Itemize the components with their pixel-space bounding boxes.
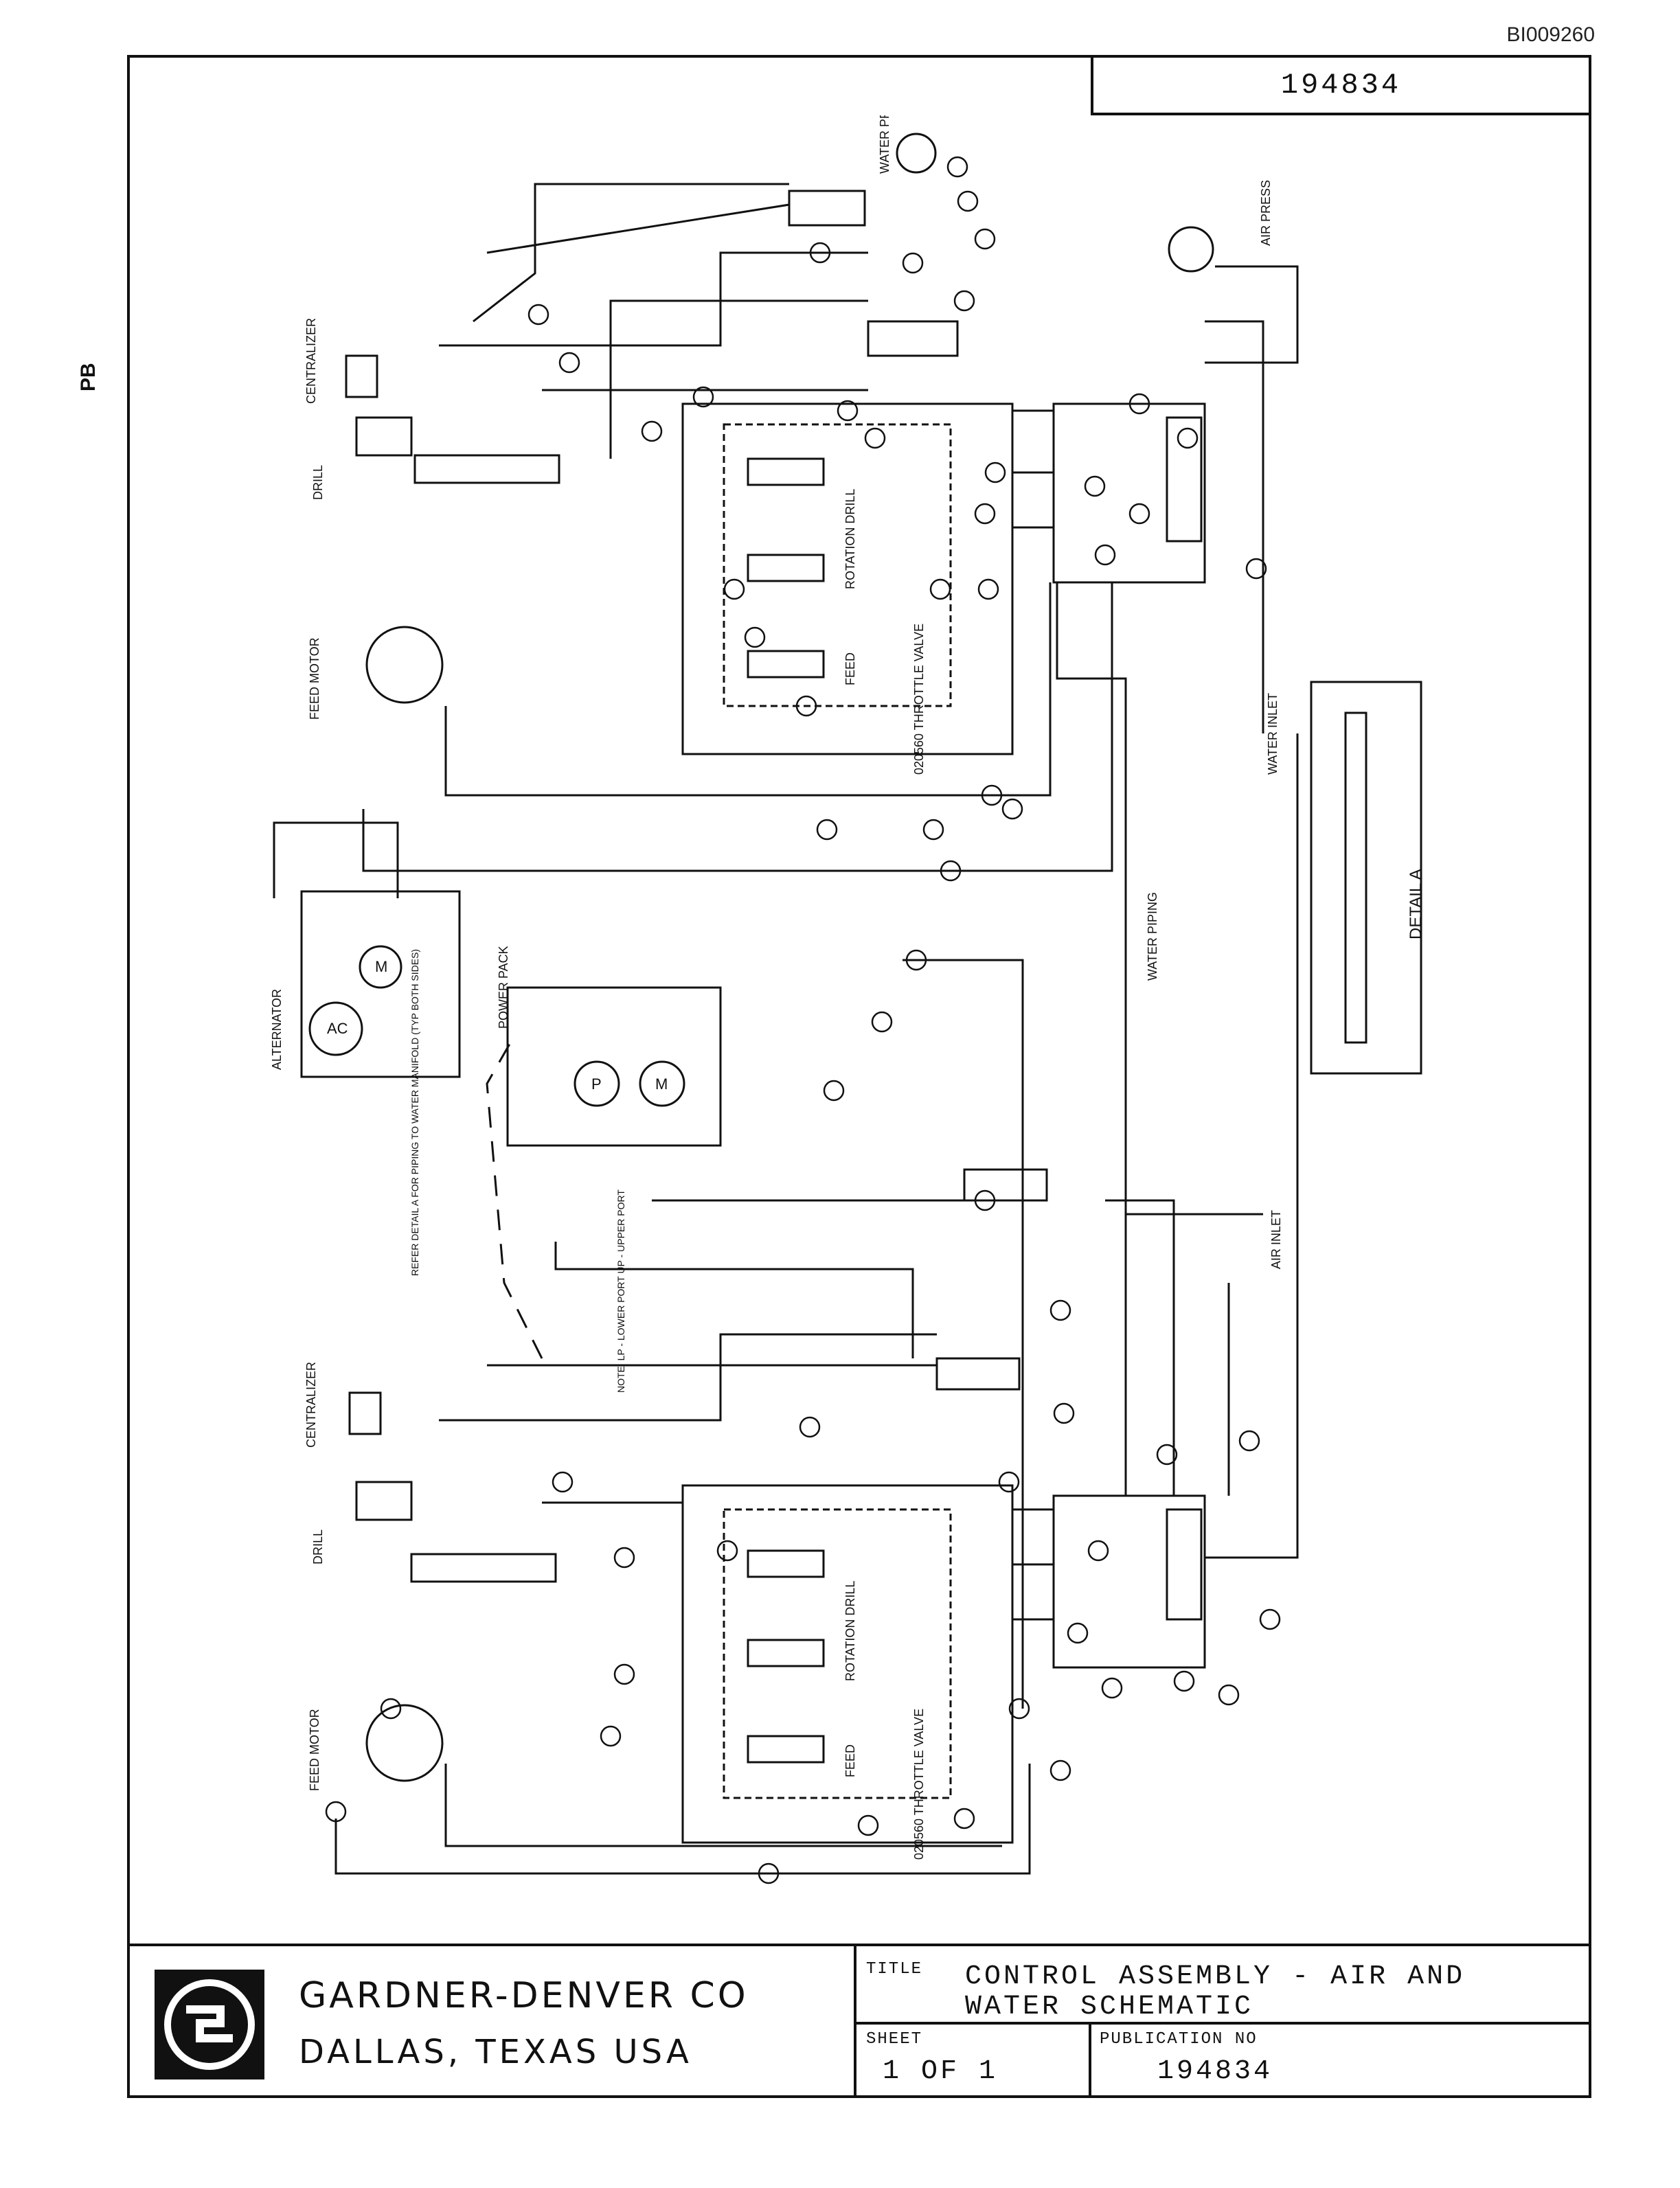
lower-valve-1 (963, 1168, 1048, 1202)
power-pack-box (506, 986, 722, 1147)
lower-centralizer (348, 1391, 382, 1435)
lower-feed-label: FEED (843, 1744, 857, 1777)
motor-m-label: M (655, 1075, 668, 1093)
drawing-frame (127, 55, 1591, 2098)
detail-a-box (1310, 681, 1422, 1075)
upper-centralizer-label: CENTRALIZER (304, 318, 318, 404)
lower-drill-rail (410, 1553, 557, 1583)
lower-manifold (1052, 1494, 1206, 1669)
upper-feed-label: FEED (843, 652, 857, 685)
upper-throttle-valve-label: 020560 THROTTLE VALVE (912, 624, 926, 775)
publication-value: 194834 (1157, 2056, 1273, 2087)
alternator-label: ALTERNATOR (270, 989, 284, 1070)
water-valve-upper (788, 190, 866, 227)
lower-manifold-ports (1166, 1508, 1203, 1621)
upper-drill-spool (747, 554, 825, 582)
alternator-m-label: M (375, 958, 387, 975)
sheet-value: 1 OF 1 (883, 2056, 999, 2087)
title-block-divider (854, 1946, 856, 2098)
company-name: GARDNER-DENVER CO (299, 1975, 749, 2016)
water-pressure-label: WATER PRESSURE (878, 115, 892, 174)
water-inlet-label: WATER INLET (1266, 693, 1280, 775)
lower-drill-spool (747, 1639, 825, 1667)
power-pack-label: POWER PACK (497, 946, 510, 1029)
title-label: TITLE (866, 1960, 923, 1979)
title-block-divider-h (856, 2022, 1589, 2025)
lower-valve-2 (935, 1357, 1021, 1391)
upper-feed-motor-label: FEED MOTOR (308, 637, 321, 720)
detail-a-label: DETAIL A (1407, 869, 1425, 939)
lower-drill-cylinder (355, 1481, 413, 1521)
note-label: NOTE: LP - LOWER PORT UP - UPPER PORT (615, 1189, 626, 1393)
lower-rotation-spool (747, 1549, 825, 1578)
water-piping-label: WATER PIPING (1146, 892, 1159, 981)
air-inlet-label: AIR INLET (1269, 1210, 1283, 1269)
upper-drill-rail (413, 454, 560, 484)
lower-valve-block (681, 1484, 1014, 1844)
water-pressure-gauge (896, 133, 937, 174)
upper-valve-block (681, 402, 1014, 755)
title-line-2: WATER SCHEMATIC (965, 1992, 1254, 2022)
upper-drill-cylinder (355, 416, 413, 457)
upper-rotation-drill-label: ROTATION DRILL (843, 489, 857, 589)
lower-feed-spool (747, 1735, 825, 1764)
upper-rotation-spool (747, 457, 825, 486)
upper-centralizer (345, 354, 378, 398)
lower-drill-label: DRILL (311, 1529, 325, 1564)
title-block: GARDNER-DENVER CO DALLAS, TEXAS USA TITL… (127, 1944, 1591, 2098)
schematic-diagram: WATER PRESSURE AIR PRESS CENTRALIZER DRI… (270, 115, 1425, 1884)
lower-feed-motor (365, 1704, 444, 1782)
side-mark: PB (77, 363, 100, 391)
company-city: DALLAS, TEXAS USA (299, 2033, 692, 2071)
upper-feed-motor (365, 626, 444, 704)
lower-feed-motor-label: FEED MOTOR (308, 1709, 321, 1791)
upper-manifold-ports (1166, 416, 1203, 543)
gardner-denver-logo-icon (155, 1970, 264, 2079)
air-pressure-gauge (1168, 226, 1214, 273)
upper-drill-label: DRILL (311, 465, 325, 500)
title-line-1: CONTROL ASSEMBLY - AIR AND (965, 1961, 1466, 1992)
upper-directional-valve (867, 320, 959, 357)
upper-feed-spool (747, 650, 825, 679)
sheet-label: SHEET (866, 2030, 923, 2049)
alternator-ac-label: AC (327, 1020, 348, 1037)
alternator-box (300, 890, 461, 1078)
drawing-number: 194834 (1091, 55, 1591, 115)
lower-throttle-valve-label: 020560 THROTTLE VALVE (912, 1709, 926, 1860)
lower-centralizer-label: CENTRALIZER (304, 1362, 318, 1448)
refer-detail-label: REFER DETAIL A FOR PIPING TO WATER MANIF… (409, 949, 420, 1276)
publication-label: PUBLICATION NO (1100, 2030, 1258, 2049)
lower-rotation-drill-label: ROTATION DRILL (843, 1581, 857, 1681)
document-id: BI009260 (1506, 23, 1595, 46)
pump-p-label: P (591, 1075, 602, 1093)
title-block-divider-v2 (1089, 2025, 1091, 2098)
air-press-label: AIR PRESS (1259, 180, 1273, 246)
